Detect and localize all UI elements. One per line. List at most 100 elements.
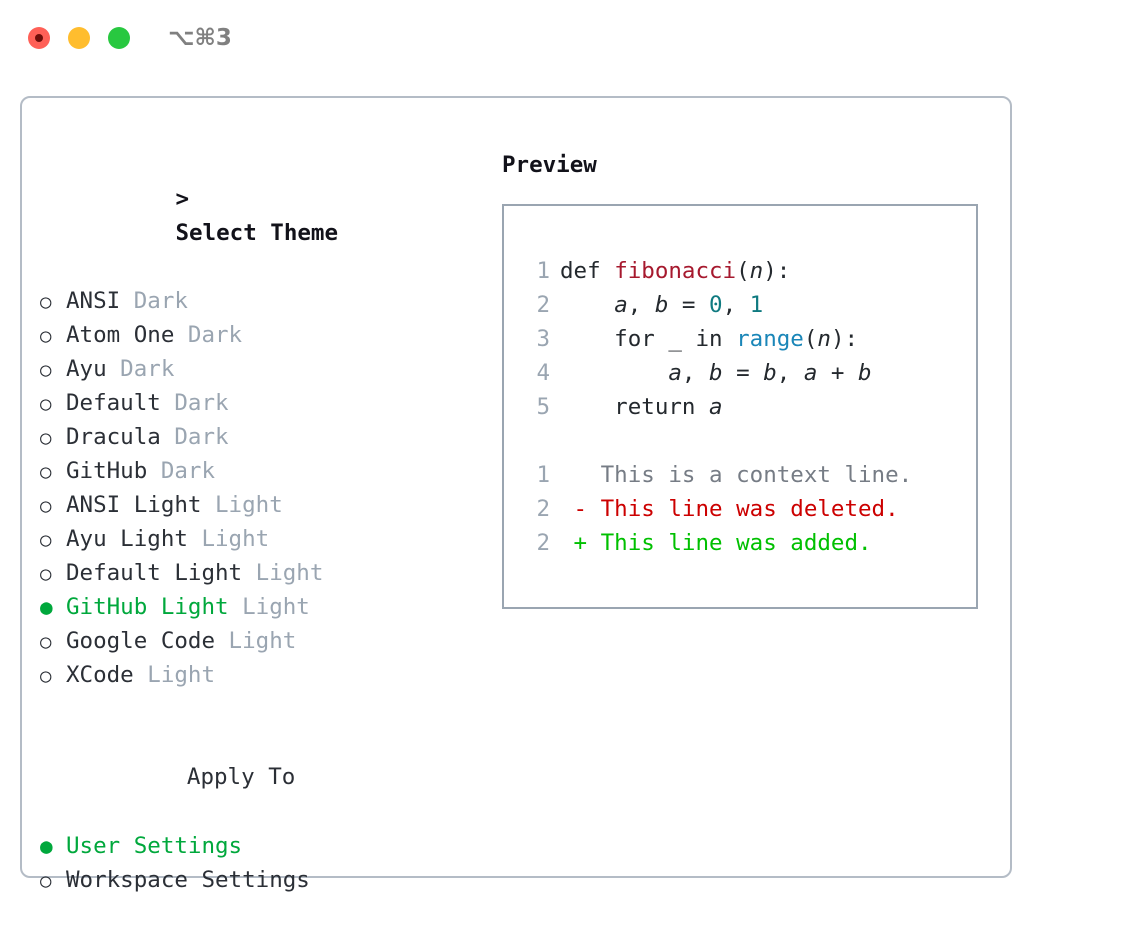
theme-variant-badge: Dark xyxy=(160,424,229,450)
radio-unselected-icon[interactable]: ○ xyxy=(40,461,52,483)
code-line-text: def fibonacci(n): xyxy=(560,254,790,288)
code-token-plain: return xyxy=(560,394,710,420)
theme-option-github[interactable]: ○GitHub Dark xyxy=(40,454,480,488)
code-line-text: return a xyxy=(560,390,723,424)
code-token-num: 0 xyxy=(709,292,723,318)
theme-option-label: Dracula xyxy=(66,424,161,450)
theme-option-atom-one[interactable]: ○ Atom One Dark xyxy=(40,318,480,352)
theme-option-label: XCode xyxy=(66,662,134,688)
diff-line-text: + This line was added. xyxy=(560,530,872,556)
theme-option-ansi[interactable]: ○ ANSI Dark xyxy=(40,284,480,318)
code-token-plain: def xyxy=(560,258,615,284)
line-number: 3 xyxy=(536,326,550,352)
window-title: ⌥⌘3 xyxy=(168,25,232,51)
code-token-plain: ): xyxy=(763,258,791,284)
radio-selected-icon[interactable]: ● xyxy=(40,834,53,858)
apply-to-option-workspace-settings[interactable]: ○Workspace Settings xyxy=(40,863,480,897)
radio-unselected-icon[interactable]: ○ xyxy=(40,427,52,449)
code-line: 5 return a xyxy=(520,390,912,424)
code-token-var: a xyxy=(614,292,628,318)
line-number: 5 xyxy=(536,394,550,420)
apply-to-option-user-settings[interactable]: ●User Settings xyxy=(40,829,480,863)
code-token-plain: , xyxy=(681,360,710,386)
line-number: 4 xyxy=(536,360,550,386)
theme-option-label: ANSI Light xyxy=(66,492,202,518)
line-number: 2 xyxy=(536,530,550,556)
theme-option-label: Ayu Light xyxy=(66,526,188,552)
code-token-fn: fibonacci xyxy=(614,258,737,284)
code-token-var: b xyxy=(709,360,723,386)
code-line: 2 a, b = 0, 1 xyxy=(520,288,912,322)
theme-option-label: ANSI xyxy=(66,288,121,314)
code-token-plain: = xyxy=(668,292,710,318)
theme-option-default[interactable]: ○Default Dark xyxy=(40,386,480,420)
radio-unselected-icon[interactable]: ○ xyxy=(40,393,52,415)
radio-unselected-icon[interactable]: ○ xyxy=(40,325,52,347)
theme-option-dracula[interactable]: ○ Dracula Dark xyxy=(40,420,480,454)
zoom-button-icon[interactable] xyxy=(108,27,130,49)
radio-unselected-icon[interactable]: ○ xyxy=(40,495,52,517)
minimize-button-icon[interactable] xyxy=(68,27,90,49)
theme-option-ayu-light[interactable]: ○ Ayu Light Light xyxy=(40,522,480,556)
theme-option-default-light[interactable]: ○ Default Light Light xyxy=(40,556,480,590)
line-number: 2 xyxy=(536,496,550,522)
list-spacer xyxy=(40,692,480,726)
theme-variant-badge: Light xyxy=(242,560,324,586)
theme-option-label: GitHub Light xyxy=(66,594,229,620)
theme-variant-badge: Light xyxy=(228,594,310,620)
radio-unselected-icon[interactable]: ○ xyxy=(40,631,52,653)
theme-option-label: Atom One xyxy=(66,322,175,348)
theme-picker-column: > Select Theme ○ANSI Dark○Atom One Dark○… xyxy=(40,148,480,934)
code-line: 1 def fibonacci(n): xyxy=(520,254,912,288)
code-token-var: n xyxy=(817,326,831,352)
apply-to-header: ○Apply To xyxy=(40,726,480,829)
theme-variant-badge: Dark xyxy=(174,322,243,348)
theme-option-ayu[interactable]: ○Ayu Dark xyxy=(40,352,480,386)
main-panel: > Select Theme ○ANSI Dark○Atom One Dark○… xyxy=(20,96,1012,893)
code-token-builtin: range xyxy=(736,326,804,352)
line-number: 1 xyxy=(536,462,550,488)
line-number: 1 xyxy=(536,258,550,284)
code-token-plain: + xyxy=(817,360,859,386)
diff-line-add: 2 + This line was added. xyxy=(520,526,912,560)
code-token-num: 1 xyxy=(749,292,764,318)
close-button-icon[interactable] xyxy=(28,27,50,49)
code-line-text: a, b = 0, 1 xyxy=(560,288,763,322)
theme-variant-badge: Dark xyxy=(120,288,188,314)
theme-variant-badge: Light xyxy=(187,526,270,552)
theme-option-google-code[interactable]: ○Google Code Light xyxy=(40,624,480,658)
code-token-plain: ( xyxy=(736,258,750,284)
radio-selected-icon[interactable]: ● xyxy=(40,595,53,619)
radio-unselected-icon[interactable]: ○ xyxy=(40,291,52,313)
traffic-lights xyxy=(28,27,130,49)
code-line: 4 a, b = b, a + b xyxy=(520,356,912,390)
code-token-var: a xyxy=(709,394,723,420)
code-line-text: for _ in range(n): xyxy=(560,322,858,356)
theme-option-label: Default xyxy=(66,390,161,416)
diff-line-del: 2 - This line was deleted. xyxy=(520,492,912,526)
theme-option-label: Ayu xyxy=(66,356,107,382)
code-token-plain: ( xyxy=(803,326,818,352)
radio-unselected-icon[interactable]: ○ xyxy=(40,359,52,381)
title-bar: ⌥⌘3 xyxy=(0,0,1140,78)
radio-unselected-icon[interactable]: ○ xyxy=(40,529,52,551)
code-token-plain: for _ in xyxy=(560,326,737,352)
code-token-var: b xyxy=(654,292,669,318)
code-line: 3 for _ in range(n): xyxy=(520,322,912,356)
code-token-var: b xyxy=(763,360,777,386)
theme-option-ansi-light[interactable]: ○ANSI Light Light xyxy=(40,488,480,522)
theme-option-xcode[interactable]: ○XCode Light xyxy=(40,658,480,692)
apply-to-option-list: ●User Settings○Workspace Settings xyxy=(40,829,480,897)
theme-option-github-light[interactable]: ● GitHub Light Light xyxy=(40,590,480,624)
code-token-plain: = xyxy=(722,360,764,386)
theme-option-label: Default Light xyxy=(66,560,243,586)
radio-unselected-icon[interactable]: ○ xyxy=(40,870,52,892)
code-token-plain: , xyxy=(722,292,750,318)
radio-unselected-icon[interactable]: ○ xyxy=(40,563,52,585)
code-token-plain xyxy=(560,292,614,318)
theme-variant-badge: Dark xyxy=(147,458,216,484)
radio-unselected-icon[interactable]: ○ xyxy=(40,665,52,687)
preview-title: Preview xyxy=(502,152,597,178)
